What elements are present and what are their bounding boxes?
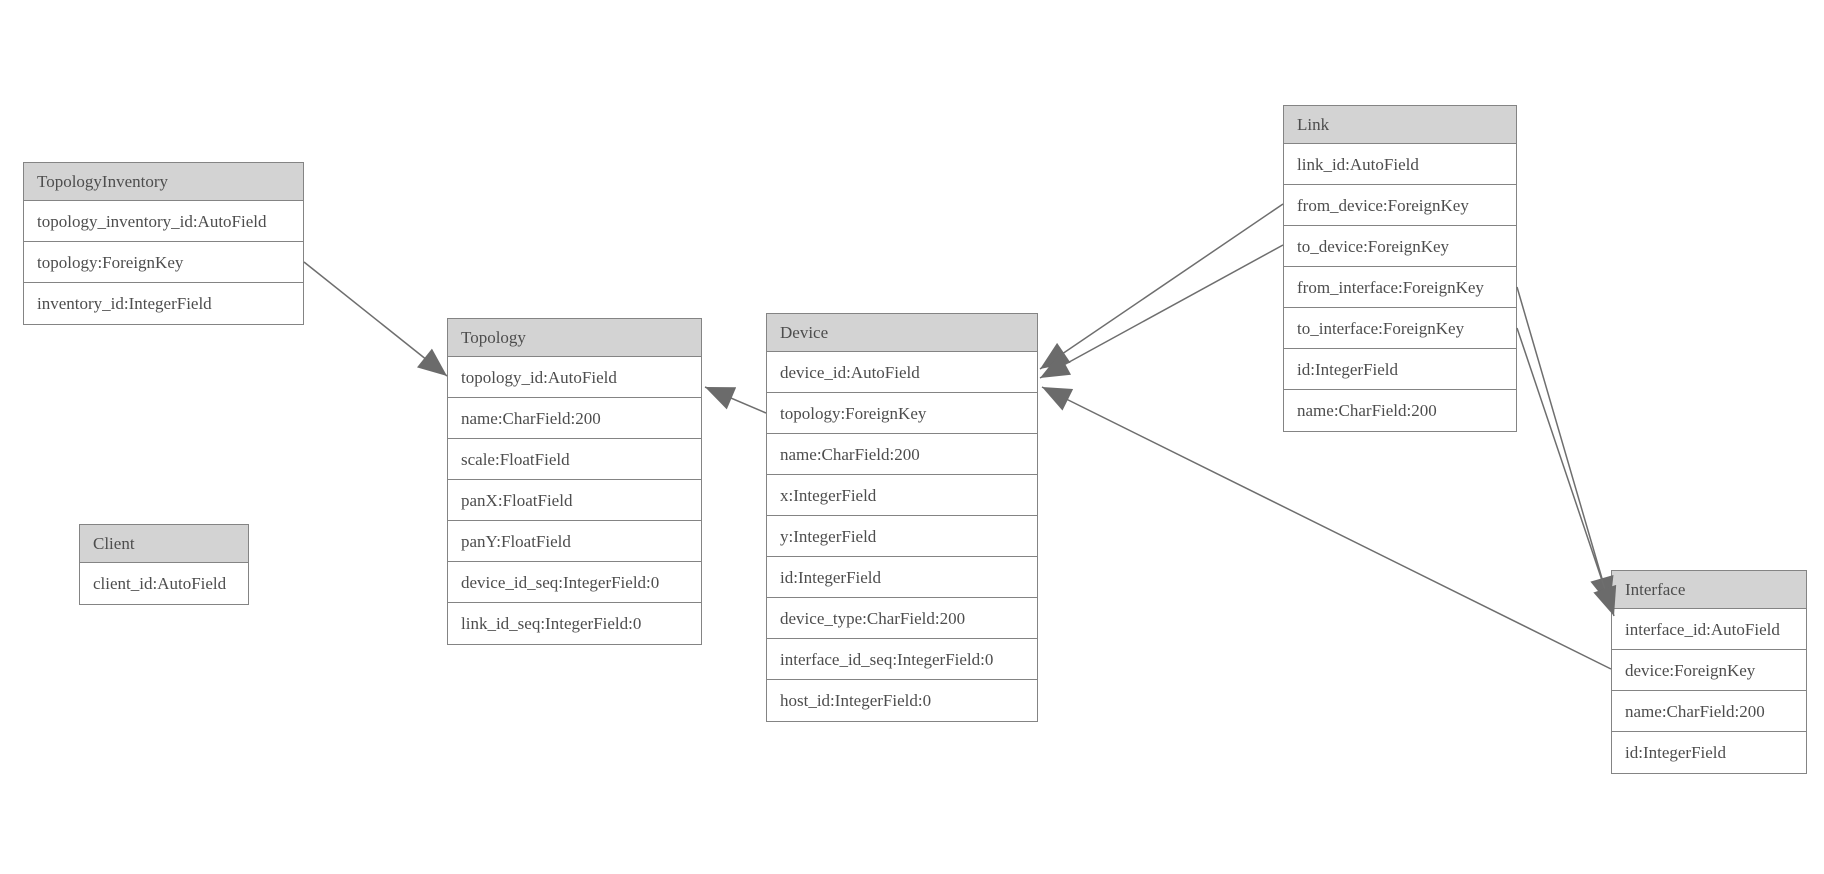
relation-TopologyInventory.topology-to-Topology [303, 261, 448, 377]
entity-field: id:IntegerField [1612, 732, 1806, 773]
entity-field: topology:ForeignKey [24, 242, 303, 283]
entity-field: id:IntegerField [1284, 349, 1516, 390]
relation-Device.topology-to-Topology [704, 386, 767, 414]
entity-field: interface_id:AutoField [1612, 609, 1806, 650]
entity-field: to_device:ForeignKey [1284, 226, 1516, 267]
entity-field: panX:FloatField [448, 480, 701, 521]
entity-field: topology:ForeignKey [767, 393, 1037, 434]
entity-title: Topology [448, 319, 701, 357]
entity-field: name:CharField:200 [1612, 691, 1806, 732]
entity-field: device_id:AutoField [767, 352, 1037, 393]
entity-field: link_id:AutoField [1284, 144, 1516, 185]
entity-field: client_id:AutoField [80, 563, 248, 604]
entity-title: Client [80, 525, 248, 563]
entity-field: device_type:CharField:200 [767, 598, 1037, 639]
entity-field: name:CharField:200 [448, 398, 701, 439]
entity-field: name:CharField:200 [1284, 390, 1516, 431]
entity-field: host_id:IntegerField:0 [767, 680, 1037, 721]
entity-field: to_interface:ForeignKey [1284, 308, 1516, 349]
entity-field: topology_id:AutoField [448, 357, 701, 398]
entity-field: panY:FloatField [448, 521, 701, 562]
entity-field: device:ForeignKey [1612, 650, 1806, 691]
entity-field: y:IntegerField [767, 516, 1037, 557]
entity-field: scale:FloatField [448, 439, 701, 480]
relation-Link.to_device-to-Device [1039, 244, 1284, 379]
entity-field: link_id_seq:IntegerField:0 [448, 603, 701, 644]
entity-title: TopologyInventory [24, 163, 303, 201]
relation-Link.to_interface-to-Interface [1516, 327, 1617, 617]
entity-field: from_device:ForeignKey [1284, 185, 1516, 226]
entity-field: x:IntegerField [767, 475, 1037, 516]
entity-field: topology_inventory_id:AutoField [24, 201, 303, 242]
entity-field: interface_id_seq:IntegerField:0 [767, 639, 1037, 680]
entity-title: Link [1284, 106, 1516, 144]
entity-title: Interface [1612, 571, 1806, 609]
relation-Link.from_interface-to-Interface [1516, 286, 1614, 607]
entity-field: device_id_seq:IntegerField:0 [448, 562, 701, 603]
entity-title: Device [767, 314, 1037, 352]
entity-field: name:CharField:200 [767, 434, 1037, 475]
entity-field: from_interface:ForeignKey [1284, 267, 1516, 308]
entity-field: inventory_id:IntegerField [24, 283, 303, 324]
relation-Link.from_device-to-Device [1039, 203, 1284, 370]
entity-field: id:IntegerField [767, 557, 1037, 598]
